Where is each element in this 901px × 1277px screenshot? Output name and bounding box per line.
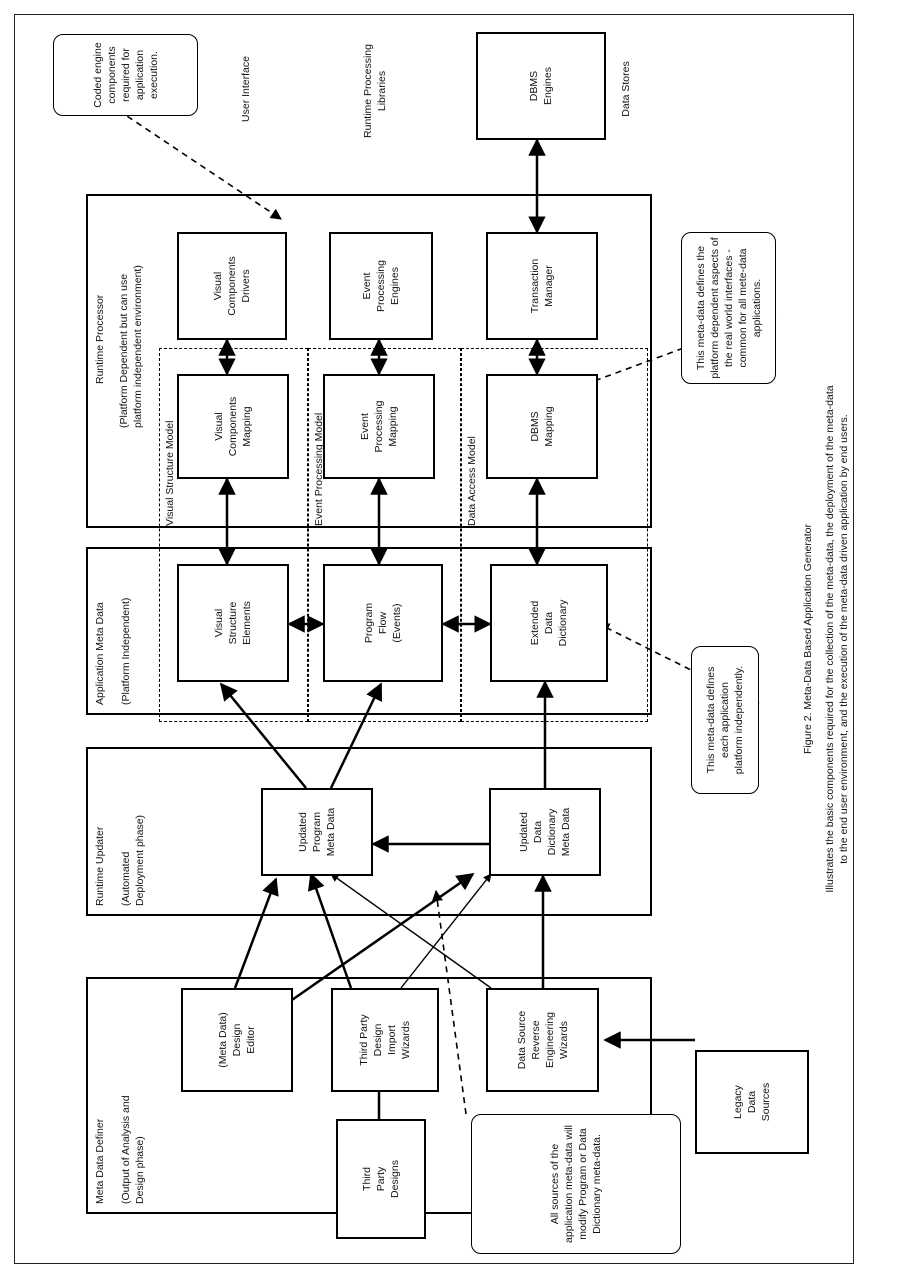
defines-each-note-text: This meta-data defines each application … <box>704 665 745 774</box>
third-party-designs-label: Third Party Designs <box>360 1159 401 1198</box>
legacy-arrow <box>602 1030 695 1049</box>
defines-each-note: This meta-data defines each application … <box>690 645 759 794</box>
visual-elements-label: Visual Structure Elements <box>212 600 253 645</box>
third-party-designs-box: Third Party Designs <box>335 1118 426 1239</box>
dbms-engines-box: DBMS Engines <box>475 31 606 140</box>
visual-elements-box: Visual Structure Elements <box>176 563 289 682</box>
import-wizards-label: Third Party Design Import Wizards <box>357 1013 412 1066</box>
dbms-mapping-box: DBMS Mapping <box>485 373 598 479</box>
visual-mapping-label: Visual Components Mapping <box>212 396 253 456</box>
page-frame <box>14 14 854 1264</box>
program-flow-box: Program Flow (Events) <box>322 563 443 682</box>
legacy-sources-label: Legacy Data Sources <box>731 1082 772 1121</box>
legacy-sources-box: Legacy Data Sources <box>694 1049 809 1154</box>
all-sources-note: All sources of the application meta-data… <box>470 1113 681 1254</box>
import-wizards-box: Third Party Design Import Wizards <box>330 987 439 1092</box>
visual-drivers-box: Visual Components Drivers <box>176 231 287 340</box>
diagram-canvas: Meta Data Definer (Output of Analysis an… <box>31 14 871 1264</box>
design-editor-label: (Meta Data) Design Editor <box>216 1011 257 1068</box>
dbms-mapping-label: DBMS Mapping <box>528 405 555 447</box>
event-mapping-label: Event Processing Mapping <box>358 400 399 452</box>
all-sources-note-text: All sources of the application meta-data… <box>548 1124 603 1243</box>
dbms-engines-label: DBMS Engines <box>527 66 554 105</box>
platform-dependent-note: This meta-data defines the platform depe… <box>680 231 776 384</box>
design-editor-box: (Meta Data) Design Editor <box>180 987 293 1092</box>
updated-dictionary-box: Updated Data Dictionary Meta Data <box>488 787 601 876</box>
transaction-manager-box: Transaction Manager <box>485 231 598 340</box>
visual-mapping-box: Visual Components Mapping <box>176 373 289 479</box>
visual-drivers-label: Visual Components Drivers <box>211 255 252 316</box>
figure-title: Figure 2. Meta-Data Based Application Ge… <box>801 523 814 754</box>
coded-engine-note-text: Coded engine components required for app… <box>91 41 159 108</box>
extended-dictionary-label: Extended Data Dictionary <box>528 599 569 646</box>
coded-engine-note: Coded engine components required for app… <box>52 33 198 116</box>
event-engines-box: Event Processing Engines <box>328 231 433 340</box>
extended-dictionary-box: Extended Data Dictionary <box>489 563 608 682</box>
updated-dictionary-label: Updated Data Dictionary Meta Data <box>517 807 572 856</box>
transaction-manager-label: Transaction Manager <box>528 258 555 313</box>
reverse-wizards-box: Data Source Reverse Engineering Wizards <box>485 987 599 1092</box>
updated-program-box: Updated Program Meta Data <box>260 787 373 876</box>
updated-program-label: Updated Program Meta Data <box>296 807 337 856</box>
event-engines-label: Event Processing Engines <box>360 259 401 312</box>
event-mapping-box: Event Processing Mapping <box>322 373 435 479</box>
program-flow-label: Program Flow (Events) <box>362 602 403 643</box>
figure-caption: Illustrates the basic components require… <box>823 384 850 893</box>
reverse-wizards-label: Data Source Reverse Engineering Wizards <box>515 1010 569 1069</box>
platform-dependent-note-text: This meta-data defines the platform depe… <box>694 236 762 379</box>
